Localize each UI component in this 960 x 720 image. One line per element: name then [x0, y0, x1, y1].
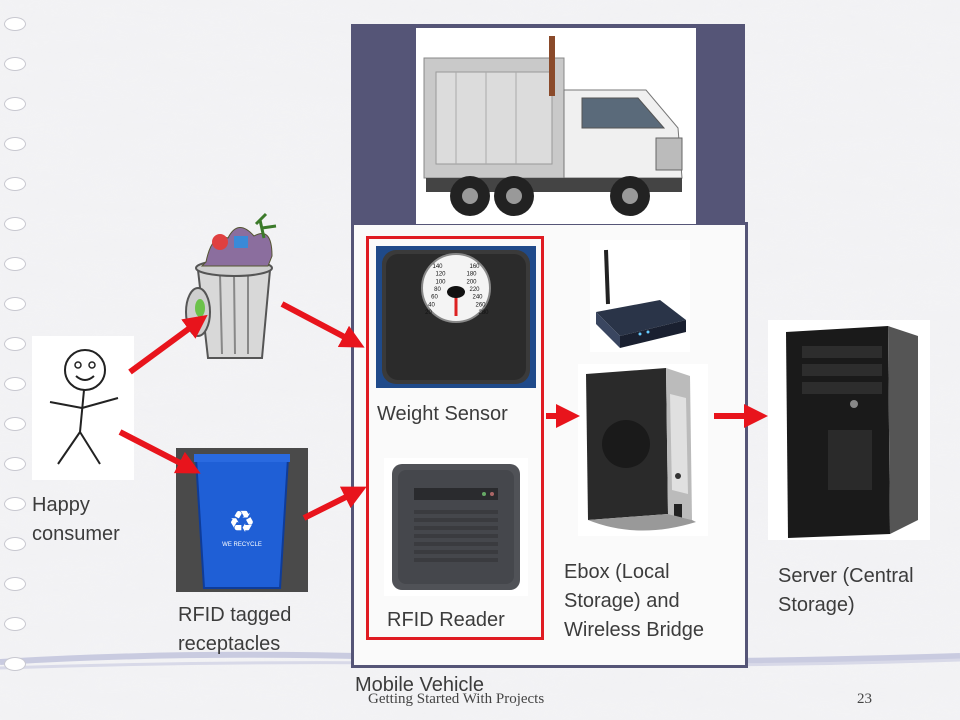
- page-number: 23: [857, 691, 872, 707]
- label-rfid-tagged-receptacles: RFID tagged receptacles: [178, 604, 292, 655]
- scale-number: 20: [425, 310, 432, 316]
- label-rfid-reader: RFID Reader: [387, 609, 505, 631]
- footer-title: Getting Started With Projects: [368, 691, 545, 707]
- scale-number: 120: [435, 272, 446, 278]
- scale-number: 100: [435, 279, 446, 285]
- scale-number: 40: [428, 302, 435, 308]
- stick-figure-icon: [32, 336, 134, 480]
- label-ebox: Ebox (Local Storage) and Wireless Bridge: [564, 561, 705, 641]
- weight-sensor-image: 140 160 120 180 100 200 80 220 60 240 40 260 20 280: [376, 246, 536, 388]
- label-server: Server (Central Storage): [778, 565, 914, 616]
- ebox-image: [578, 364, 708, 536]
- arrow-consumer-to-trash: [128, 314, 208, 375]
- arrow-consumer-to-recycle: [118, 429, 201, 474]
- scale-number: 200: [466, 279, 477, 285]
- server-image: [768, 320, 930, 540]
- scale-number: 280: [478, 310, 489, 316]
- scale-number: 180: [466, 272, 477, 278]
- scale-number: 80: [434, 287, 441, 293]
- sensor-highlight-box: [366, 236, 544, 640]
- label-weight-sensor: Weight Sensor: [377, 403, 508, 425]
- arrow-recycle-to-rfid-reader: [302, 486, 367, 521]
- scale-number: 220: [469, 287, 480, 293]
- bin-text: WE RECYCLE: [222, 542, 262, 548]
- scale-number: 260: [475, 302, 486, 308]
- label-mobile-vehicle: Mobile Vehicle: [355, 674, 484, 696]
- recycle-icon: ♻: [229, 505, 256, 540]
- rfid-reader-image: [384, 458, 528, 596]
- arrow-trash-to-weight-sensor: [280, 301, 365, 348]
- scale-number: 160: [469, 264, 480, 270]
- garbage-truck-image: [416, 28, 696, 224]
- label-happy-consumer: Happy consumer: [32, 494, 120, 545]
- scale-number: 140: [432, 264, 443, 270]
- scale-number: 60: [431, 295, 438, 301]
- scale-number: 240: [472, 295, 483, 301]
- wireless-router-image: [590, 240, 690, 352]
